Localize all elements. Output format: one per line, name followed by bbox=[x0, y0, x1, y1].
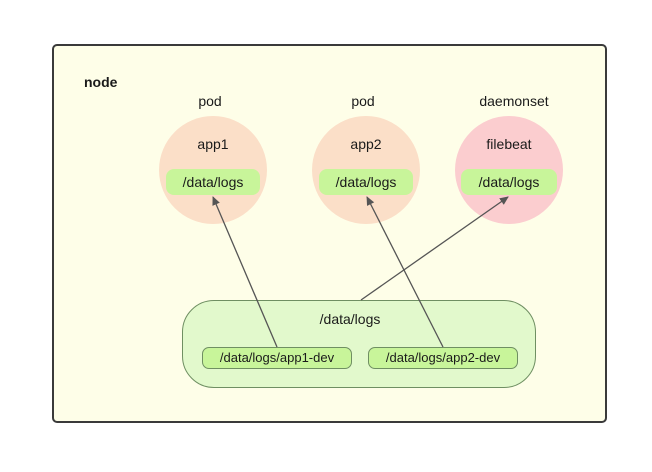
node-label: node bbox=[84, 74, 118, 90]
app1-dev-dir-pill: /data/logs/app1-dev bbox=[202, 347, 352, 369]
app1-mount-pill: /data/logs bbox=[166, 169, 260, 195]
app2-dev-dir-pill: /data/logs/app2-dev bbox=[368, 347, 518, 369]
filebeat-daemonset-name: filebeat bbox=[486, 136, 532, 152]
app2-pod-name: app2 bbox=[350, 136, 382, 152]
app1-pod-name: app1 bbox=[197, 136, 229, 152]
daemonset-role-label: daemonset bbox=[479, 93, 549, 109]
app2-mount-pill: /data/logs bbox=[319, 169, 413, 195]
filebeat-mount-pill: /data/logs bbox=[461, 169, 557, 195]
pod-role-label: pod bbox=[351, 93, 375, 109]
pod-role-label: pod bbox=[198, 93, 222, 109]
host-logs-label: /data/logs bbox=[319, 311, 381, 327]
